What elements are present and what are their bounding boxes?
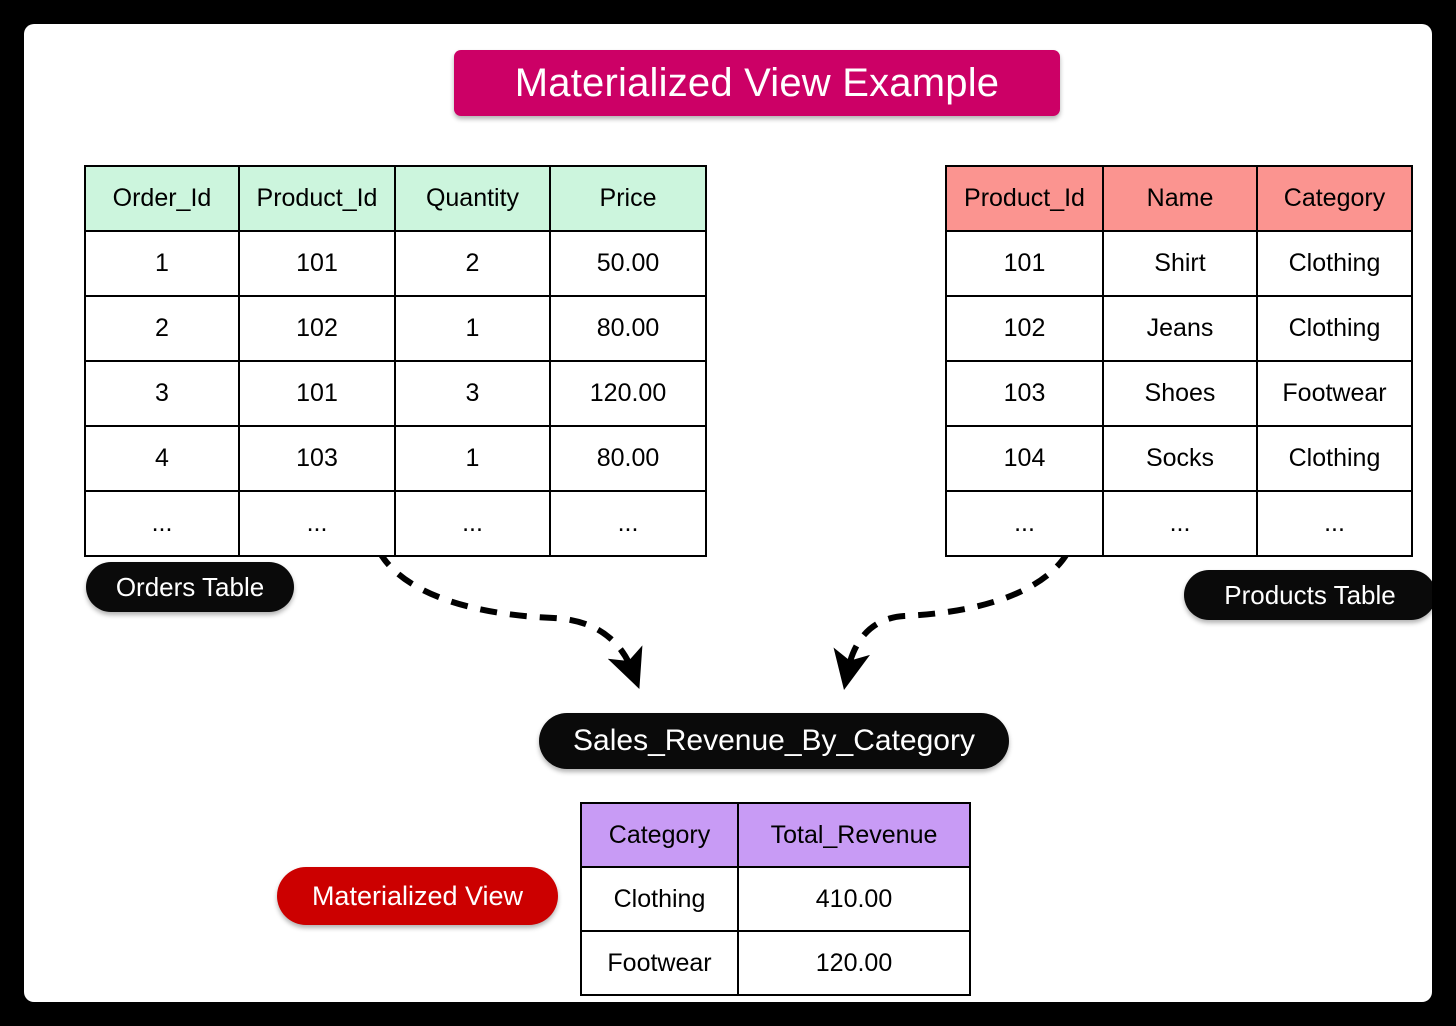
table-cell: 4 xyxy=(84,425,240,492)
table-row: ... ... ... xyxy=(945,490,1413,557)
orders-table: Order_Id Product_Id Quantity Price 1 101… xyxy=(84,165,707,557)
table-cell: 2 xyxy=(394,230,551,297)
table-cell: ... xyxy=(84,490,240,557)
table-cell: 3 xyxy=(394,360,551,427)
table-cell: 80.00 xyxy=(549,425,707,492)
table-cell: ... xyxy=(1256,490,1413,557)
table-cell: Footwear xyxy=(580,930,739,996)
table-cell: 103 xyxy=(238,425,396,492)
table-row: 102 Jeans Clothing xyxy=(945,295,1413,362)
table-cell: 104 xyxy=(945,425,1104,492)
table-row: 2 102 1 80.00 xyxy=(84,295,707,362)
orders-table-label: Orders Table xyxy=(86,562,294,612)
orders-column-header: Product_Id xyxy=(238,165,396,232)
table-cell: 102 xyxy=(945,295,1104,362)
table-cell: 101 xyxy=(945,230,1104,297)
table-cell: 120.00 xyxy=(549,360,707,427)
table-cell: 1 xyxy=(84,230,240,297)
table-cell: ... xyxy=(1102,490,1258,557)
title-banner: Materialized View Example xyxy=(454,50,1060,116)
table-row: Clothing 410.00 xyxy=(580,866,971,932)
products-column-header: Category xyxy=(1256,165,1413,232)
table-cell: Socks xyxy=(1102,425,1258,492)
table-cell: Shoes xyxy=(1102,360,1258,427)
table-cell: Clothing xyxy=(1256,295,1413,362)
table-cell: Jeans xyxy=(1102,295,1258,362)
table-cell: Clothing xyxy=(1256,425,1413,492)
orders-column-header: Price xyxy=(549,165,707,232)
view-column-header: Category xyxy=(580,802,739,868)
diagram-stage: Materialized View Example Order_Id Produ… xyxy=(24,24,1432,1002)
view-column-header: Total_Revenue xyxy=(737,802,971,868)
table-cell: 102 xyxy=(238,295,396,362)
table-row: 101 Shirt Clothing xyxy=(945,230,1413,297)
table-cell: 103 xyxy=(945,360,1104,427)
table-row: 3 101 3 120.00 xyxy=(84,360,707,427)
table-row: 103 Shoes Footwear xyxy=(945,360,1413,427)
orders-table-label-text: Orders Table xyxy=(115,572,265,602)
products-table-label: Products Table xyxy=(1184,570,1432,620)
table-cell: ... xyxy=(549,490,707,557)
materialized-view-label-text: Materialized View xyxy=(311,880,524,911)
products-table-label-text: Products Table xyxy=(1224,580,1396,610)
table-cell: ... xyxy=(945,490,1104,557)
table-cell: Clothing xyxy=(580,866,739,932)
page-title: Materialized View Example xyxy=(514,61,1000,105)
table-cell: 410.00 xyxy=(737,866,971,932)
table-cell: 50.00 xyxy=(549,230,707,297)
products-column-header: Product_Id xyxy=(945,165,1104,232)
table-row: 1 101 2 50.00 xyxy=(84,230,707,297)
table-cell: Footwear xyxy=(1256,360,1413,427)
orders-column-header: Quantity xyxy=(394,165,551,232)
orders-column-header: Order_Id xyxy=(84,165,240,232)
table-row: Footwear 120.00 xyxy=(580,930,971,996)
table-row: 4 103 1 80.00 xyxy=(84,425,707,492)
products-header-row: Product_Id Name Category xyxy=(945,165,1413,232)
table-cell: 1 xyxy=(394,295,551,362)
table-cell: 101 xyxy=(238,230,396,297)
table-cell: 3 xyxy=(84,360,240,427)
view-node: Sales_Revenue_By_Category xyxy=(539,713,1009,769)
table-cell: Shirt xyxy=(1102,230,1258,297)
table-cell: 2 xyxy=(84,295,240,362)
table-cell: 101 xyxy=(238,360,396,427)
table-cell: Clothing xyxy=(1256,230,1413,297)
table-cell: ... xyxy=(394,490,551,557)
view-node-text: Sales_Revenue_By_Category xyxy=(573,724,975,757)
table-row: 104 Socks Clothing xyxy=(945,425,1413,492)
table-cell: 1 xyxy=(394,425,551,492)
table-row: ... ... ... ... xyxy=(84,490,707,557)
products-table: Product_Id Name Category 101 Shirt Cloth… xyxy=(945,165,1413,557)
materialized-view-table: Category Total_Revenue Clothing 410.00 F… xyxy=(580,802,971,996)
materialized-view-label: Materialized View xyxy=(277,867,558,925)
table-cell: ... xyxy=(238,490,396,557)
orders-header-row: Order_Id Product_Id Quantity Price xyxy=(84,165,707,232)
table-cell: 120.00 xyxy=(737,930,971,996)
products-column-header: Name xyxy=(1102,165,1258,232)
table-cell: 80.00 xyxy=(549,295,707,362)
view-header-row: Category Total_Revenue xyxy=(580,802,971,868)
